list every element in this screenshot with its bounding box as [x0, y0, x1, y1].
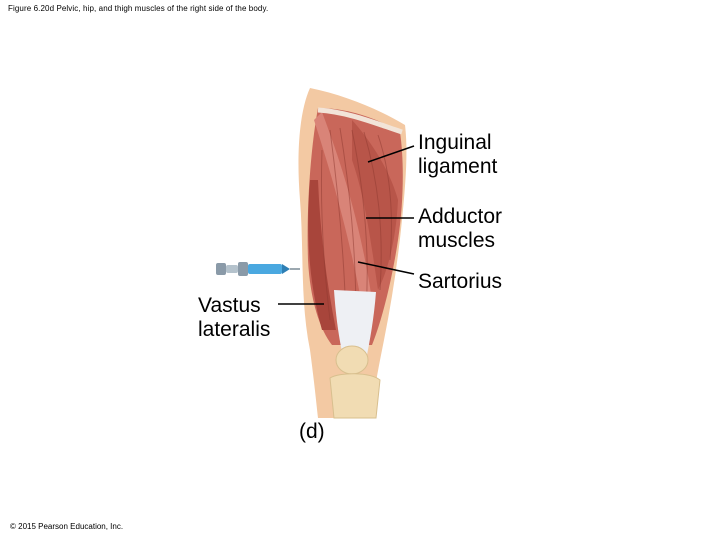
- figure-caption: Figure 6.20d Pelvic, hip, and thigh musc…: [8, 4, 269, 13]
- label-line: Vastus: [198, 294, 261, 317]
- label-line: lateralis: [198, 318, 271, 341]
- label-vastus-lateralis: Vastus lateralis: [198, 294, 270, 342]
- panel-letter: (d): [299, 420, 325, 443]
- label-sartorius: Sartorius: [418, 270, 502, 294]
- label-line: muscles: [418, 229, 496, 252]
- label-line: Adductor: [418, 205, 503, 228]
- label-line: ligament: [418, 155, 498, 178]
- syringe-icon: [216, 262, 300, 276]
- vastus-lateralis-region: [308, 180, 336, 330]
- patella: [335, 345, 369, 375]
- copyright-notice: © 2015 Pearson Education, Inc.: [10, 522, 124, 531]
- tibia-head: [329, 373, 381, 419]
- sartorius-strap: [314, 112, 372, 305]
- label-line: Sartorius: [418, 270, 503, 293]
- inguinal-leader-line: [367, 145, 415, 163]
- label-line: Inguinal: [418, 131, 492, 154]
- knee-tendon: [334, 290, 376, 360]
- label-inguinal-ligament: Inguinal ligament: [418, 131, 497, 179]
- adductor-region: [352, 120, 398, 290]
- inguinal-ligament: [317, 107, 403, 135]
- sartorius-leader-line: [357, 261, 415, 275]
- label-adductor-muscles: Adductor muscles: [418, 205, 502, 253]
